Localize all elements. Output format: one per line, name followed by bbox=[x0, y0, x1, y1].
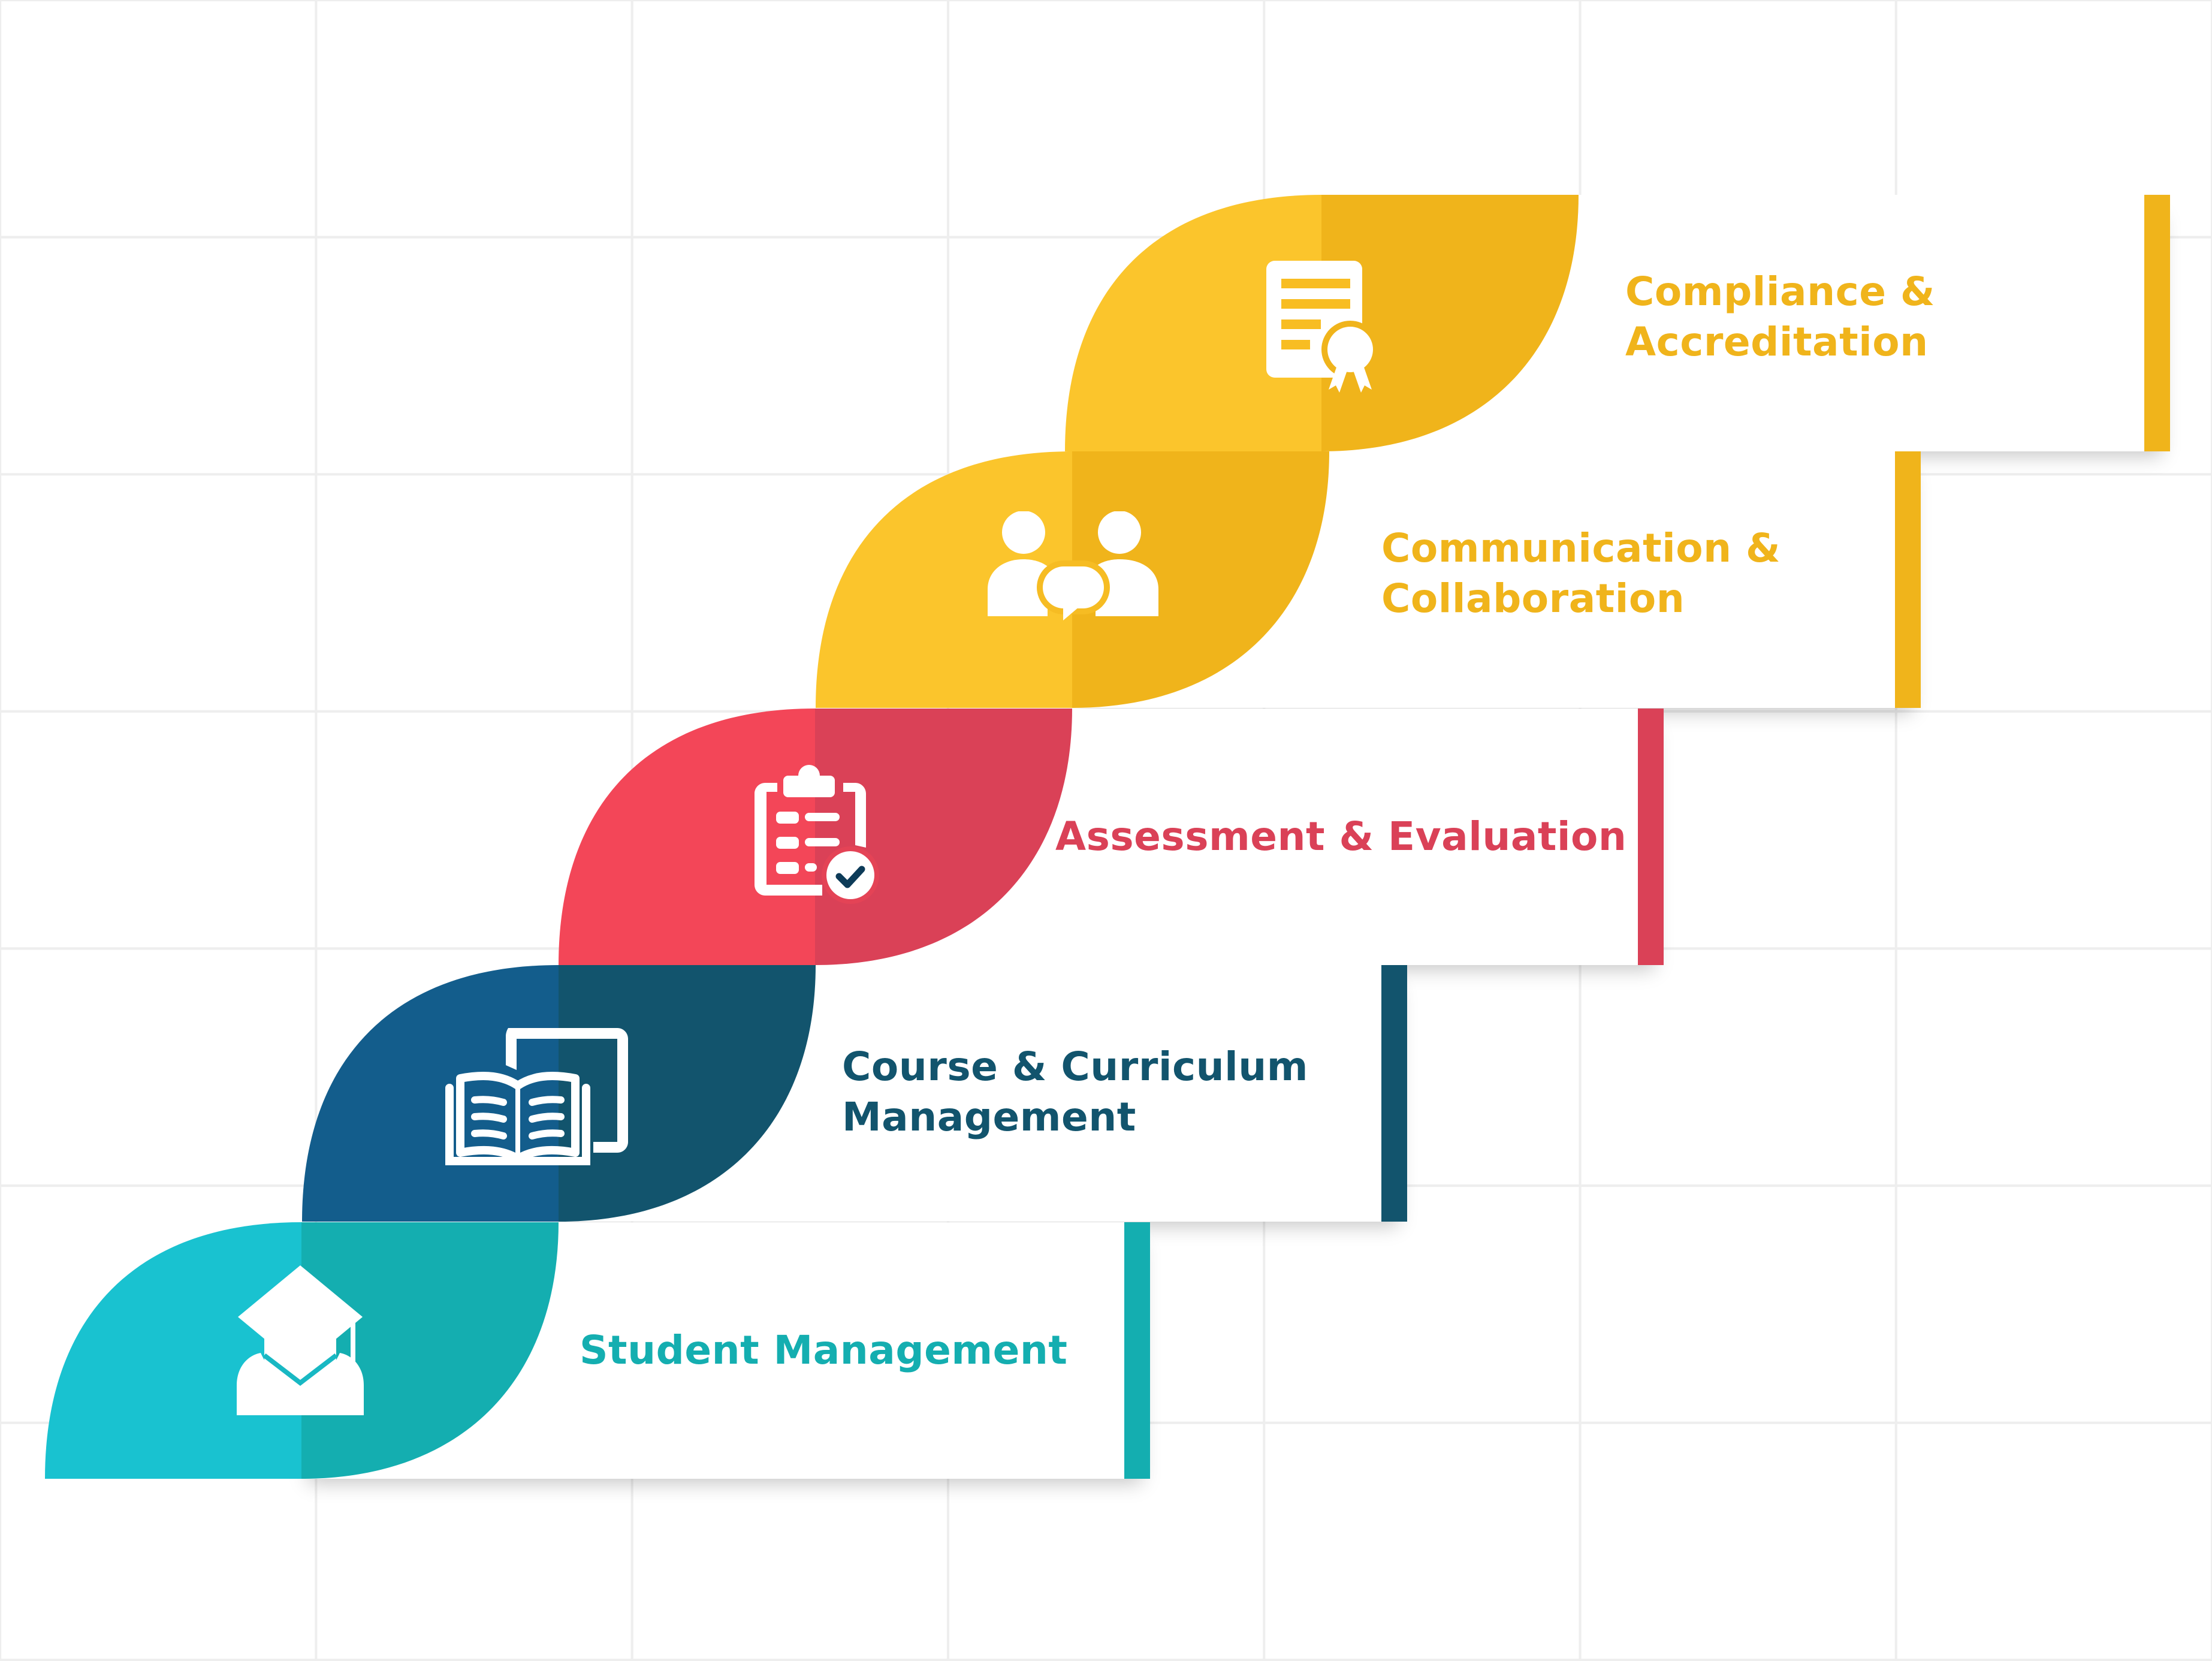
step-label: Student Management bbox=[580, 1327, 1068, 1373]
step-accent-bar bbox=[1381, 965, 1407, 1222]
clipboard-check-icon bbox=[755, 765, 879, 904]
graduate-student-icon bbox=[237, 1265, 364, 1415]
certificate-icon bbox=[1266, 261, 1379, 393]
step-assessment-evaluation: Assessment & Evaluation bbox=[0, 709, 2212, 965]
step-student-management: Student Management bbox=[0, 1222, 2212, 1479]
step-accent-bar bbox=[1638, 709, 1664, 965]
step-compliance-accreditation: Compliance & Accreditation bbox=[0, 195, 2212, 451]
step-leaf-shape bbox=[816, 451, 1329, 708]
book-tablet-icon bbox=[445, 1028, 628, 1165]
step-accent-bar bbox=[1895, 451, 1921, 708]
step-label: Compliance & Accreditation bbox=[1625, 269, 1935, 365]
people-chat-icon bbox=[988, 511, 1158, 620]
step-accent-bar bbox=[2144, 195, 2170, 451]
step-leaf-shape bbox=[1065, 195, 1579, 451]
step-course-curriculum: Course & Curriculum Management bbox=[0, 965, 2212, 1222]
step-label: Course & Curriculum Management bbox=[842, 1044, 1309, 1140]
step-label: Assessment & Evaluation bbox=[1055, 813, 1627, 860]
step-label: Communication & Collaboration bbox=[1381, 525, 1781, 622]
step-leaf-shape bbox=[559, 709, 1072, 965]
step-accent-bar bbox=[1124, 1222, 1150, 1479]
step-communication-collaboration: Communication & Collaboration bbox=[0, 451, 2212, 708]
